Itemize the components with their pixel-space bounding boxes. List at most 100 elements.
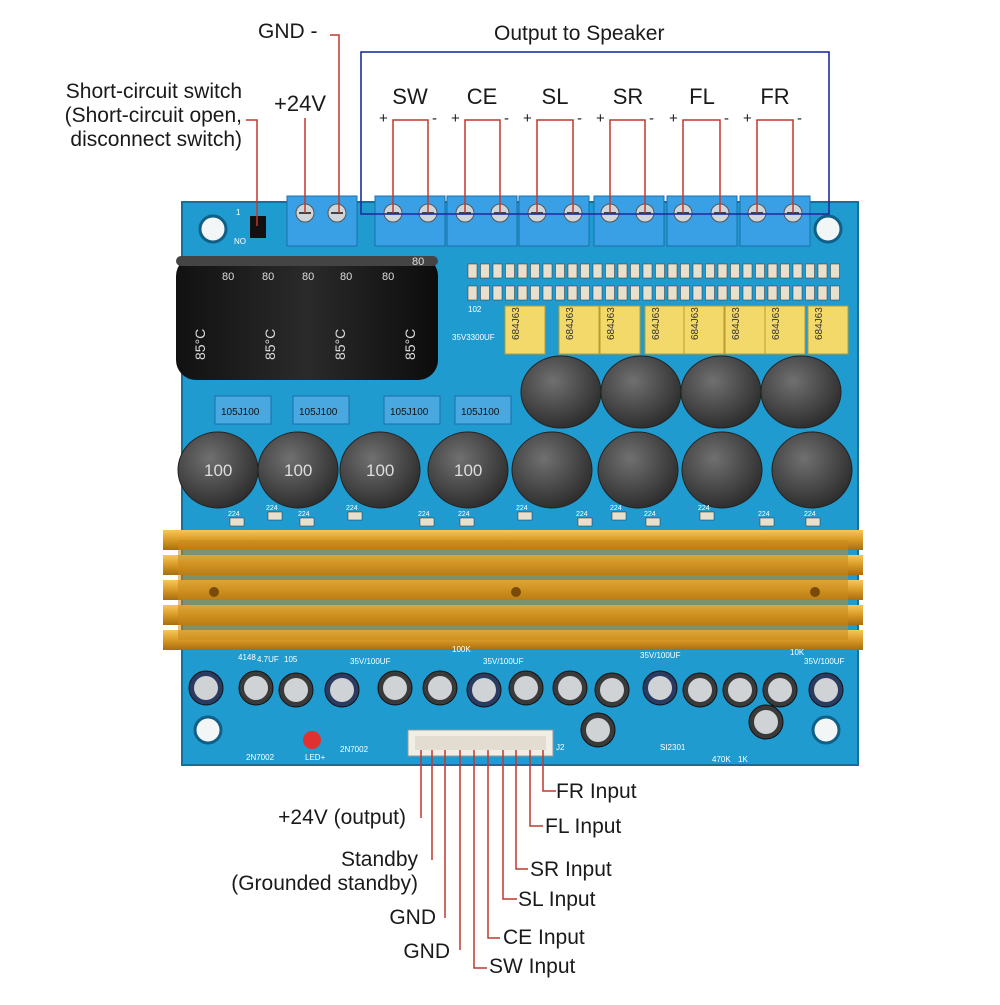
channel-label-sr: SR — [612, 84, 644, 109]
leader-sl — [502, 750, 517, 900]
leader-channel — [756, 119, 794, 213]
smd-part — [717, 285, 728, 301]
input-sl-label: SL Input — [518, 888, 596, 911]
smd-part — [655, 285, 665, 301]
smd-part — [742, 263, 753, 279]
smd-224-part — [229, 517, 245, 527]
film-cap — [807, 305, 849, 355]
smd-part — [517, 285, 528, 301]
channel-minus: - — [577, 110, 582, 127]
smd-row-top — [467, 263, 840, 301]
film-cap-label: 684J63 — [606, 307, 617, 340]
cap-top — [428, 676, 452, 700]
leader-short-circuit — [246, 119, 258, 226]
mount-hole-tl — [198, 214, 228, 244]
channel-minus: - — [432, 110, 437, 127]
smd-part — [542, 285, 553, 301]
smd-part — [467, 285, 478, 301]
smd-part — [642, 285, 653, 301]
mount-hole-bl — [193, 715, 223, 745]
smd-part — [667, 285, 678, 301]
smd-part — [505, 263, 515, 279]
silk-10k: 10K — [790, 648, 805, 657]
smd-part — [692, 263, 703, 279]
gnd-minus-label: GND - — [258, 20, 318, 43]
leader-fr — [542, 750, 556, 792]
input-sr-label: SR Input — [530, 858, 612, 881]
speaker-terminal-block — [593, 195, 665, 247]
cap-top — [383, 676, 407, 700]
input-sw-label: SW Input — [489, 955, 576, 978]
cap-top — [768, 678, 792, 702]
smd-part — [555, 285, 565, 301]
smd-224-part — [645, 517, 661, 527]
channel-plus: + — [743, 110, 752, 127]
smd-part — [530, 285, 540, 301]
smd-224-label: 224 — [698, 505, 710, 512]
smd-part — [617, 285, 628, 301]
smd-part — [767, 263, 778, 279]
blue-cap-label: 105J100 — [390, 407, 429, 418]
cap-top — [600, 678, 624, 702]
jumper-no-label: NO — [234, 237, 246, 246]
plus24v-label: +24V — [274, 91, 326, 116]
input-connector — [407, 729, 554, 757]
input-gnd2-label: GND — [403, 940, 450, 963]
silk-100uf-3: 35V/100UF — [640, 651, 681, 660]
smd-part — [592, 285, 603, 301]
film-cap-label: 684J63 — [814, 307, 825, 340]
inductor — [427, 431, 509, 509]
cap-top — [558, 676, 582, 700]
channel-plus: + — [523, 110, 532, 127]
cap-top — [688, 678, 712, 702]
silk-1k: 1K — [738, 755, 748, 764]
inductor-label: 100 — [454, 461, 482, 480]
smd-224-part — [759, 517, 775, 527]
cap-80-mark: 80 — [262, 271, 274, 283]
channel-label-ce: CE — [466, 84, 498, 109]
film-cap-label: 684J63 — [511, 307, 522, 340]
smd-part — [655, 263, 665, 279]
smd-224-part — [299, 517, 315, 527]
cap-top — [284, 678, 308, 702]
smd-224-label: 224 — [458, 511, 470, 518]
blue-cap — [454, 395, 512, 425]
smd-part — [680, 285, 690, 301]
leader-gnd — [330, 34, 340, 213]
cap-top — [586, 718, 610, 742]
smd-224-label: 224 — [516, 505, 528, 512]
cap-80-mark: 80 — [412, 256, 424, 268]
power-terminal — [286, 195, 358, 247]
smd-part — [605, 285, 615, 301]
mount-hole-br — [811, 715, 841, 745]
cap-80-mark: 80 — [340, 271, 352, 283]
smd-part — [555, 263, 565, 279]
cap-top — [244, 676, 268, 700]
smd-part — [492, 263, 503, 279]
channel-label-sl: SL — [541, 84, 569, 109]
smd-part — [480, 285, 490, 301]
smd-224-label: 224 — [298, 511, 310, 518]
cap-85c-mark: 85°C — [332, 329, 348, 360]
short-circuit-label: Short-circuit switch (Short-circuit open… — [64, 80, 242, 151]
blue-cap — [292, 395, 350, 425]
channel-plus: + — [596, 110, 605, 127]
speaker-terminal-block — [666, 195, 738, 247]
smd-part — [717, 263, 728, 279]
leader-fl — [529, 750, 543, 827]
smd-part — [542, 263, 553, 279]
film-cap-label: 684J63 — [565, 307, 576, 340]
smd-part — [630, 285, 640, 301]
cap-top — [194, 676, 218, 700]
smd-part — [605, 263, 615, 279]
inductor — [681, 431, 763, 509]
inductor — [257, 431, 339, 509]
heatsink — [163, 530, 863, 650]
silk-100k: 100K — [452, 645, 471, 654]
smd-part — [580, 263, 590, 279]
cap-85c-mark: 85°C — [192, 329, 208, 360]
smd-part — [592, 263, 603, 279]
